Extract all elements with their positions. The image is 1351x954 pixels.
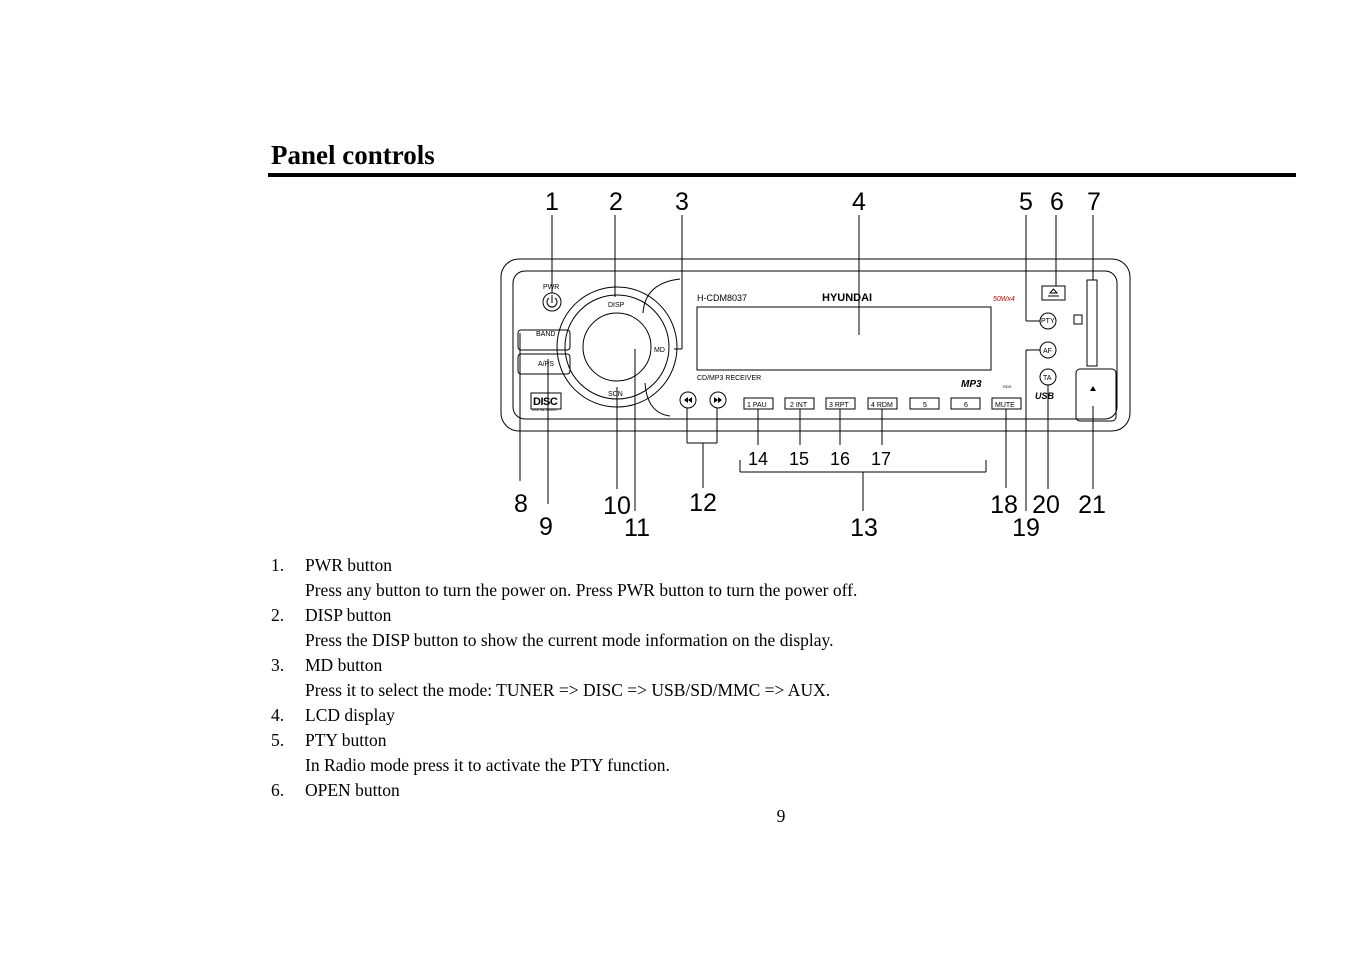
list-item: 6. OPEN button: [271, 778, 857, 803]
item-name: PWR button: [305, 555, 393, 575]
title-rule: [268, 173, 1296, 177]
receiver-label: CD/MP3 RECEIVER: [697, 375, 761, 382]
track-prev-button: [679, 391, 697, 409]
next-icon: [714, 397, 722, 403]
disc-logo: DISC: [533, 396, 558, 408]
item-name: PTY button: [305, 730, 387, 750]
callout-18: 18: [990, 491, 1018, 519]
item-number: 3.: [271, 655, 285, 675]
callout-4: 4: [852, 188, 866, 216]
callout-2: 2: [609, 188, 623, 216]
model-label: H-CDM8037: [697, 293, 747, 303]
panel-diagram: PWR DISP BAND A/PS MD SCN DISC DIGITAL A…: [495, 183, 1135, 543]
sd-card-icon: [1073, 314, 1083, 325]
card-slot: [1086, 279, 1098, 367]
callout-19: 19: [1012, 514, 1040, 542]
unit-chassis: [500, 258, 1131, 432]
usb-port-icon: [1090, 386, 1096, 406]
power-icon: [546, 295, 558, 308]
leader-lines: [519, 215, 1094, 511]
controls-list: 1. PWR button Press any button to turn th…: [271, 553, 857, 803]
volume-knob: [582, 312, 652, 382]
preset-5-label: 5: [923, 402, 927, 409]
slot-curve-top: [642, 278, 681, 314]
callout-15: 15: [789, 449, 809, 469]
item-description: Press the DISP button to show the curren…: [305, 630, 834, 650]
faceplate-outline: [512, 270, 1118, 420]
item-name: MD button: [305, 655, 383, 675]
callout-1: 1: [545, 188, 559, 216]
callout-8: 8: [514, 490, 528, 518]
prev-icon: [684, 397, 692, 403]
preset-5-button: [909, 397, 940, 410]
callout-6: 6: [1050, 188, 1064, 216]
item-description: Press it to select the mode: TUNER => DI…: [305, 680, 831, 700]
item-description: Press any button to turn the power on. P…: [305, 580, 858, 600]
callout-5: 5: [1019, 188, 1033, 216]
item-name: OPEN button: [305, 780, 400, 800]
slot-curve-bottom: [644, 382, 671, 417]
brand-logo: HYUNDAI: [822, 292, 872, 304]
item-description: In Radio mode press it to activate the P…: [305, 755, 670, 775]
list-item: 5. PTY button In Radio mode press it to a…: [271, 728, 857, 778]
page-title: Panel controls: [271, 140, 435, 170]
item-name: LCD display: [305, 705, 395, 725]
lcd-display: [696, 306, 992, 371]
callout-14: 14: [748, 449, 768, 469]
list-item: 2. DISP button Press the DISP button to s…: [271, 603, 857, 653]
track-next-button: [709, 391, 727, 409]
page-number: 9: [776, 806, 786, 826]
power-rating-label: 50Wx4: [993, 296, 1015, 303]
preset-2-label: 2 INT: [790, 402, 808, 409]
preset-4-label: 4 RDM: [871, 402, 893, 409]
disp-label: DISP: [608, 302, 625, 309]
ta-label: TA: [1043, 375, 1052, 382]
list-item: 1. PWR button Press any button to turn th…: [271, 553, 857, 603]
preset-6-label: 6: [964, 402, 968, 409]
callout-7: 7: [1087, 188, 1101, 216]
preset-6-button: [950, 397, 981, 410]
preset-3-label: 3 RPT: [829, 402, 850, 409]
pwr-label: PWR: [543, 284, 559, 291]
open-button: [1041, 285, 1066, 301]
mute-label: MUTE: [995, 402, 1015, 409]
preset-1-label: 1 PAU: [747, 402, 767, 409]
rds-logo: RDS: [1003, 384, 1012, 389]
eject-icon: [1048, 288, 1059, 297]
list-item: 3. MD button Press it to select the mode:…: [271, 653, 857, 703]
callout-21: 21: [1078, 491, 1106, 519]
callout-11: 11: [624, 514, 650, 542]
callout-12: 12: [689, 489, 717, 517]
usb-logo: USB: [1035, 391, 1055, 401]
af-label: AF: [1043, 348, 1052, 355]
callout-17: 17: [871, 449, 891, 469]
band-button: [517, 329, 571, 351]
item-number: 6.: [271, 780, 285, 800]
list-item: 4. LCD display: [271, 703, 857, 728]
band-label: BAND: [536, 331, 555, 338]
aps-label: A/PS: [538, 361, 554, 368]
callout-10: 10: [603, 492, 631, 520]
callout-16: 16: [830, 449, 850, 469]
callout-20: 20: [1032, 491, 1060, 519]
item-number: 5.: [271, 730, 285, 750]
aps-button: [517, 353, 571, 375]
mp3-logo: MP3: [961, 379, 982, 390]
disc-logo-box: [530, 392, 562, 410]
item-name: DISP button: [305, 605, 392, 625]
md-label: MD: [654, 347, 665, 354]
scn-label: SCN: [608, 391, 623, 398]
item-number: 2.: [271, 605, 285, 625]
digital-audio-label: DIGITAL AUDIO: [532, 408, 557, 412]
callout-3: 3: [675, 188, 689, 216]
callout-13: 13: [850, 514, 878, 542]
item-number: 1.: [271, 555, 285, 575]
pty-label: PTY: [1041, 318, 1055, 325]
usb-port-cover: [1075, 368, 1117, 422]
callout-9: 9: [539, 513, 553, 541]
item-number: 4.: [271, 705, 285, 725]
